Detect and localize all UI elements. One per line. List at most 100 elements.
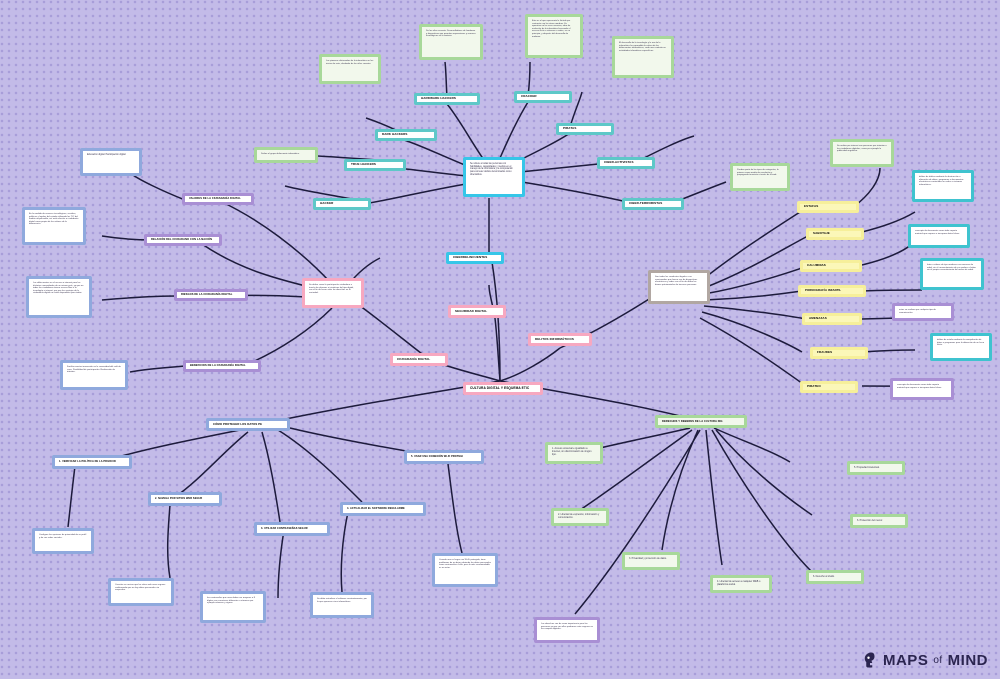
- note-text: Se realiza por internet son personas que…: [837, 145, 887, 153]
- label: TRUE HACKERS: [351, 162, 377, 167]
- logo-word-maps: MAPS: [882, 651, 929, 669]
- node-true-hackers[interactable]: TRUE HACKERS: [344, 159, 406, 171]
- node-ciudadania-digital[interactable]: CIUDADANÍA DIGITAL: [390, 353, 448, 366]
- note-text: Los pioneros aficionados de la informáti…: [326, 60, 374, 65]
- note-amenazas: estas se realizan por cualquier tipo de …: [892, 303, 954, 321]
- node-pornografia-infantil[interactable]: PORNOGRAFÍA INFANTIL: [798, 285, 866, 297]
- label: 5. Propiedad intelectual.: [854, 466, 880, 469]
- root-label: CULTURA DIGITAL Y ESQUEMA ETIC: [470, 385, 530, 390]
- node-relacion-ciudadano[interactable]: RELACIÓN DEL CIUDADANO CON LA NACIÓN: [144, 234, 222, 246]
- note-text: Se define como la participación ciudadan…: [309, 284, 354, 294]
- node-calumnias[interactable]: CALUMNIAS: [800, 260, 862, 272]
- node-beneficios-ciudadania[interactable]: BENEFICIOS DE LA CIUDADANÍA DIGITAL: [183, 360, 261, 372]
- note-text: Los delincuentes en el acceso a internet…: [33, 282, 84, 295]
- node-navega-sitios-seguros[interactable]: 2. NAVEGA POR SITIOS WEB SEGUR: [148, 492, 222, 506]
- note-text: Son todas las conductas ilegales o no sa…: [655, 276, 698, 286]
- label: CALUMNIAS: [807, 263, 826, 268]
- node-derecho-3[interactable]: 3. Privacidad y protección de datos.: [622, 552, 680, 570]
- label: HACKER: [320, 201, 334, 206]
- label: PIRATAS: [563, 126, 577, 131]
- note-cracker: Esto es el que representa la ilicitud qu…: [525, 14, 583, 58]
- node-hardware-hackers[interactable]: HARDWARE HACKERS: [414, 93, 480, 105]
- node-actualizar-software[interactable]: 4. ACTUALIZAR EL SOFTWARE REGULARME: [340, 502, 426, 516]
- node-derecho-2[interactable]: 2. Libertad de expresión, información y …: [551, 508, 609, 526]
- node-conexion-wifi-protegida[interactable]: 5. USAR UNA CONEXIÓN WI-FI PROTEGI: [404, 450, 484, 464]
- note-text: delitos de daños mediante la destrucción…: [919, 176, 964, 186]
- label: ESTAFAS: [804, 204, 819, 209]
- note-derechos-importancia: Los derechos son de suma importancia par…: [534, 617, 600, 643]
- node-derecho-4[interactable]: 4. Libertad de acceso a cualquier WEB o …: [710, 575, 772, 593]
- node-hacker[interactable]: HACKER: [313, 198, 371, 210]
- node-derecho-1[interactable]: 1. Acceso universal e igualitario a Inte…: [545, 442, 603, 464]
- label: 4. ACTUALIZAR EL SOFTWARE REGULARME: [347, 506, 405, 510]
- node-pirateo[interactable]: PIRATEO: [800, 381, 858, 393]
- note-text: Pueden partir de los tipos de categorías…: [737, 169, 779, 177]
- note-pornografia-infantil: fotos o videos de tipo morboso con menor…: [920, 258, 984, 290]
- node-derechos-deberes[interactable]: DERECHOS Y DEBERES DE LA CULTURA DIG: [655, 415, 747, 428]
- node-estafas[interactable]: ESTAFAS: [797, 201, 859, 213]
- node-como-proteger-datos[interactable]: CÓMO PROTEGER LOS DATOS PE: [206, 418, 290, 431]
- note-text: fotos o videos de tipo morboso con menor…: [927, 264, 976, 272]
- node-riesgos-ciudadania[interactable]: RIESGOS DE LA CIUDADANÍA DIGITAL: [174, 289, 248, 301]
- node-amenazas[interactable]: AMENAZAS: [802, 313, 862, 325]
- note-text: De los años sesenta. Desarrolladores de …: [426, 30, 476, 38]
- label: VALORES DE LA CIUDADANÍA DIGITAL: [189, 197, 241, 201]
- maps-of-mind-logo: MAPS of MIND: [861, 651, 988, 669]
- note-piratas: El desarrollo de la tecnología y la era …: [612, 36, 674, 78]
- node-sabotaje[interactable]: SABOTAJE: [806, 228, 864, 240]
- note-navega-sitios-seguros: Consiste en revisar que los sitios web s…: [108, 578, 174, 606]
- label: 3. Privacidad y protección de datos.: [629, 557, 667, 560]
- node-fraudes[interactable]: FRAUDES: [810, 347, 868, 359]
- node-valores-ciudadania[interactable]: VALORES DE LA CIUDADANÍA DIGITAL: [182, 193, 254, 205]
- node-piratas[interactable]: PIRATAS: [556, 123, 614, 135]
- node-seguridad-digital[interactable]: SEGURIDAD DIGITAL: [448, 305, 506, 318]
- node-dark-hackers[interactable]: DARK HACKERS: [375, 129, 437, 141]
- note-text: El desarrollo de la tecnología y la era …: [619, 42, 666, 52]
- node-ciberdelincuentes[interactable]: CIBERDELINCUENTES: [446, 252, 504, 264]
- note-beneficios-ciudadania: Facilita nuestra innovación en la comuni…: [60, 360, 128, 390]
- note-text: En la medida de avances tecnológicos, so…: [29, 213, 79, 226]
- note-verificar-privacidad: Configure las opciones de privacidad de …: [32, 528, 94, 554]
- label: CRACKER: [521, 94, 537, 99]
- head-profile-icon: [864, 652, 875, 668]
- node-delitos-informaticos[interactable]: DELITOS INFORMÁTICOS: [528, 333, 592, 346]
- label: CÓMO PROTEGER LOS DATOS PE: [213, 421, 263, 426]
- label: SEGURIDAD DIGITAL: [455, 308, 488, 313]
- hackers-center-node[interactable]: Se refiere a todas las personas con habi…: [463, 157, 525, 197]
- note-fraudes: delitos de estafa mediante la manipulaci…: [930, 333, 992, 361]
- label: BENEFICIOS DE LA CIUDADANÍA DIGITAL: [190, 364, 246, 368]
- label: 4. Libertad de acceso a cualquier WEB o …: [717, 580, 761, 586]
- note-text: Los derechos son de suma importancia par…: [541, 623, 593, 631]
- note-text: delitos de estafa mediante la manipulaci…: [937, 339, 985, 347]
- node-ciber-terroristas[interactable]: CIBER-TERRORISTAS: [622, 198, 684, 210]
- note-text: Consiste en revisar que los sitios web s…: [115, 584, 166, 592]
- label: AMENAZAS: [809, 316, 827, 321]
- node-derecho-5[interactable]: 5. Propiedad intelectual.: [847, 461, 905, 475]
- node-derecho-7[interactable]: 6. Derecho al olvido.: [806, 570, 864, 584]
- label: DELITOS INFORMÁTICOS: [535, 336, 574, 341]
- label: 1. Acceso universal e igualitario a Inte…: [552, 447, 592, 456]
- label: 2. NAVEGA POR SITIOS WEB SEGUR: [155, 496, 203, 500]
- label: RIESGOS DE LA CIUDADANÍA DIGITAL: [181, 293, 233, 297]
- note-text: concepto de documento como todo soporte …: [897, 384, 942, 389]
- note-text: las contraseñas que usan deben ser mayor…: [207, 597, 255, 605]
- label: CIBER-TERRORISTAS: [629, 201, 663, 206]
- label: 3. UTILIZAR CONTRASEÑAS SEGUR: [261, 526, 308, 530]
- note-contrasenas-seguras: las contraseñas que usan deben ser mayor…: [200, 591, 266, 623]
- label: FRAUDES: [817, 350, 833, 355]
- note-actualizar-software: Se debe actualizar el software constante…: [310, 592, 374, 618]
- node-derecho-6[interactable]: 6. Protección del menor.: [850, 514, 908, 528]
- label: RELACIÓN DEL CIUDADANO CON LA NACIÓN: [151, 238, 213, 242]
- note-text: Define al grupo delincuente informático.: [261, 153, 300, 155]
- label: 1. VERIFICAR LA POLÍTICA DE LA PRIVACID: [59, 459, 116, 463]
- note-text: Configure las opciones de privacidad de …: [39, 534, 87, 539]
- note-text: Cuando uno es hogar con Wi-Fi protegido,…: [439, 559, 491, 569]
- node-cracker[interactable]: CRACKER: [514, 91, 572, 103]
- root-node[interactable]: CULTURA DIGITAL Y ESQUEMA ETIC: [463, 382, 543, 395]
- node-ciber-activistas[interactable]: CIBER-ACTIVISTAS: [597, 157, 655, 169]
- note-conexion-wifi-protegida: Cuando uno es hogar con Wi-Fi protegido,…: [432, 553, 498, 587]
- note-pirateo: concepto de documento como todo soporte …: [890, 378, 954, 400]
- node-verificar-privacidad[interactable]: 1. VERIFICAR LA POLÍTICA DE LA PRIVACID: [52, 455, 132, 469]
- node-contrasenas-seguras[interactable]: 3. UTILIZAR CONTRASEÑAS SEGUR: [254, 522, 330, 536]
- note-dark-hackers: Los pioneros aficionados de la informáti…: [319, 54, 381, 84]
